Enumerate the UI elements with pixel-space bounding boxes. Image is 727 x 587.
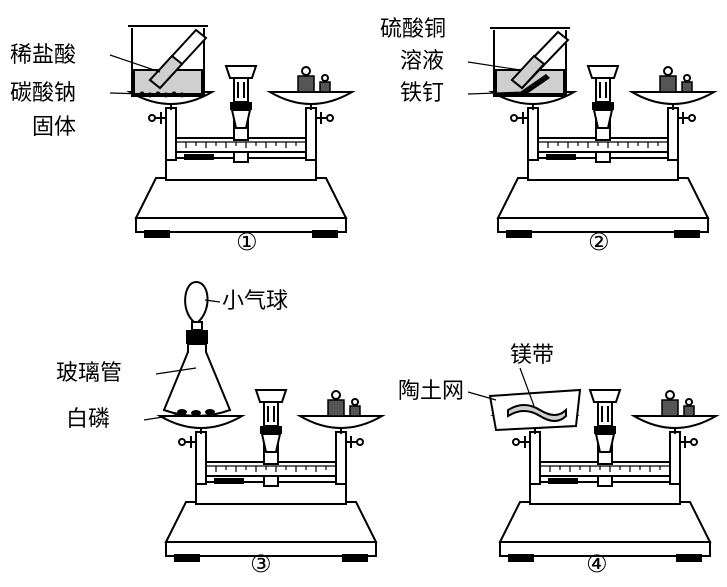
magnesium-ribbon <box>507 404 567 422</box>
label-sodium-carbonate: 碳酸钠 <box>10 81 76 106</box>
label-copper-sulfate: 硫酸铜 <box>380 17 446 42</box>
small-balloon <box>184 280 209 323</box>
panel-1: 稀盐酸 碳酸钠 固体 ① <box>10 25 353 256</box>
label-solution: 溶液 <box>400 49 444 74</box>
label-solid: 固体 <box>32 115 76 140</box>
panel-2: 硫酸铜 溶液 铁钉 ② <box>380 17 715 256</box>
label-iron-nail: 铁钉 <box>400 81 444 106</box>
label-ceramic-gauze: 陶土网 <box>398 379 464 404</box>
panel-number-3: ③ <box>250 550 272 578</box>
rubber-stopper <box>186 330 208 344</box>
label-white-phosphorus: 白磷 <box>66 407 110 432</box>
label-small-balloon: 小气球 <box>222 289 288 314</box>
panel-4: 镁带 陶土网 ④ <box>398 343 717 578</box>
acid-liquid <box>133 69 203 95</box>
label-magnesium-ribbon: 镁带 <box>510 343 554 368</box>
label-glass-tube: 玻璃管 <box>56 361 122 386</box>
panel-number-2: ② <box>588 228 610 256</box>
label-dilute-hcl: 稀盐酸 <box>10 43 76 68</box>
sodium-carbonate-solid <box>139 91 185 98</box>
white-phosphorus <box>177 409 215 416</box>
conical-flask <box>162 343 232 417</box>
panel-3: 小气球 玻璃管 白磷 ③ <box>56 280 383 578</box>
panel-number-1: ① <box>236 228 258 256</box>
iron-nail <box>520 74 550 96</box>
panel-number-4: ④ <box>586 550 608 578</box>
